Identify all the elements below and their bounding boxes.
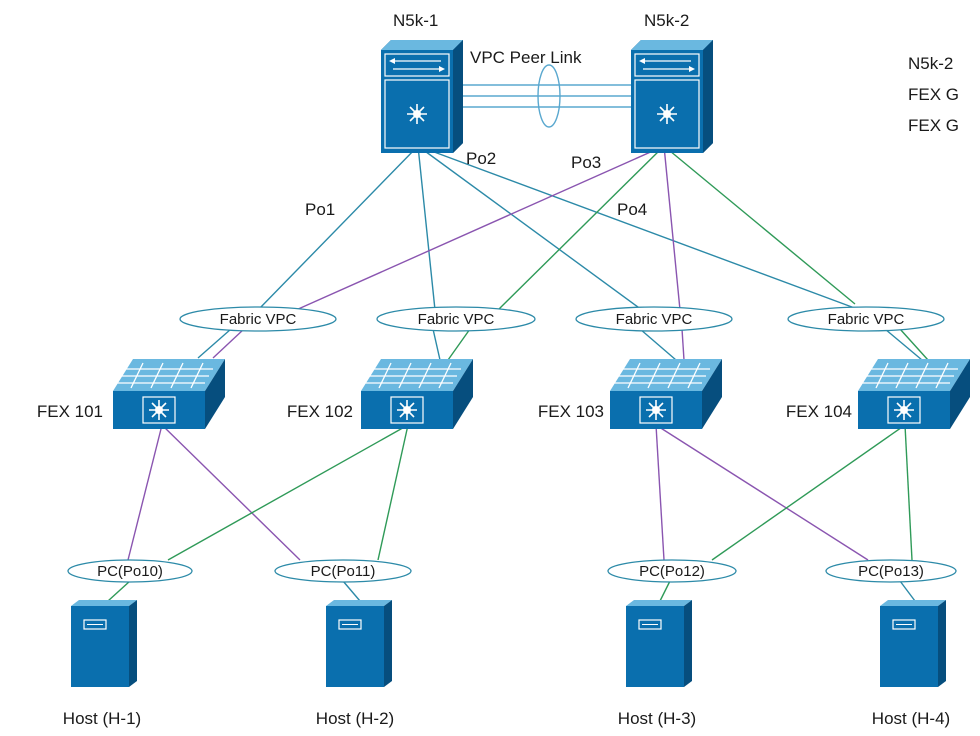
link-layer (107, 64, 929, 602)
link-n5k1-fex104 (417, 145, 861, 311)
pc-po11: PC(Po11) (274, 559, 412, 583)
link-fex102-po10 (167, 424, 409, 561)
fabric-vpc-1: Fabric VPC (179, 306, 337, 332)
link-vpc3-fex103-b (681, 328, 685, 361)
link-po11-h2 (342, 580, 361, 602)
link-n5k2-fex101 (295, 145, 665, 311)
link-n5k1-fex103 (417, 145, 643, 311)
link-vpc2-fex102-b (447, 328, 471, 361)
link-po13-h4 (899, 580, 916, 602)
fabric-vpc-4: Fabric VPC (787, 306, 945, 332)
po3-label: Po3 (571, 153, 601, 172)
link-n5k1-fex102 (417, 145, 436, 311)
side-note-line-3: FEX G (908, 116, 959, 135)
link-fex101-po11 (161, 424, 301, 561)
pc-po12: PC(Po12) (607, 559, 737, 583)
link-po12-h3 (659, 580, 671, 602)
link-vpc1-fex101-a (197, 328, 232, 359)
n5k1-label: N5k-1 (393, 11, 438, 30)
link-n5k2-fex103 (663, 145, 681, 311)
fabric-vpc-4-label: Fabric VPC (828, 311, 905, 328)
host-h4[interactable] (880, 600, 946, 687)
pc-po11-label: PC(Po11) (311, 563, 376, 580)
host-h2-label: Host (H-2) (316, 709, 394, 728)
n5k1-switch[interactable] (381, 40, 463, 153)
fex-102-label: FEX 102 (287, 402, 353, 421)
link-fex103-po12 (655, 424, 665, 561)
fabric-vpc-3: Fabric VPC (575, 306, 733, 332)
fex-104-label: FEX 104 (786, 402, 852, 421)
pc-po12-label: PC(Po12) (639, 563, 705, 580)
link-vpc1-fex101-b (212, 328, 245, 359)
side-note-line-2: FEX G (908, 85, 959, 104)
pc-po10-label: PC(Po10) (97, 563, 163, 580)
pc-po13: PC(Po13) (825, 559, 957, 583)
host-h2[interactable] (326, 600, 392, 687)
link-fex102-po11 (377, 424, 409, 561)
side-note-line-1: N5k-2 (908, 54, 953, 73)
host-h3[interactable] (626, 600, 692, 687)
link-n5k1-fex101 (257, 145, 419, 311)
fex-101-label: FEX 101 (37, 402, 103, 421)
pc-po13-label: PC(Po13) (858, 563, 924, 580)
host-h3-label: Host (H-3) (618, 709, 696, 728)
fex-102[interactable] (361, 359, 473, 429)
po4-label: Po4 (617, 200, 647, 219)
link-vpc3-fex103-a (639, 328, 677, 361)
host-h4-label: Host (H-4) (872, 709, 950, 728)
po2-label: Po2 (466, 149, 496, 168)
po1-label: Po1 (305, 200, 335, 219)
fex-104[interactable] (858, 359, 970, 429)
n5k2-switch[interactable] (631, 40, 713, 153)
fabric-vpc-1-label: Fabric VPC (220, 311, 297, 328)
fabric-vpc-3-label: Fabric VPC (616, 311, 693, 328)
link-vpc4-fex104-a (884, 328, 923, 361)
fabric-vpc-2: Fabric VPC (376, 306, 536, 332)
fabric-vpc-2-label: Fabric VPC (418, 311, 495, 328)
host-h1[interactable] (71, 600, 137, 687)
link-vpc2-fex102-a (432, 328, 441, 361)
fex-101[interactable] (113, 359, 225, 429)
fex-103-label: FEX 103 (538, 402, 604, 421)
link-fex104-po12 (711, 424, 906, 561)
link-fex104-po13 (904, 424, 913, 561)
link-n5k2-fex104 (663, 145, 856, 305)
link-fex103-po13 (655, 424, 869, 561)
link-vpc4-fex104-b (899, 328, 929, 361)
link-po10-h1 (107, 580, 131, 602)
link-fex101-po10 (127, 424, 163, 561)
fex-103[interactable] (610, 359, 722, 429)
n5k2-label: N5k-2 (644, 11, 689, 30)
peer-link-bundle-oval (537, 64, 561, 128)
pc-po10: PC(Po10) (67, 559, 193, 583)
host-h1-label: Host (H-1) (63, 709, 141, 728)
link-n5k2-fex102 (497, 145, 665, 311)
peer-link-label: VPC Peer Link (470, 48, 582, 67)
